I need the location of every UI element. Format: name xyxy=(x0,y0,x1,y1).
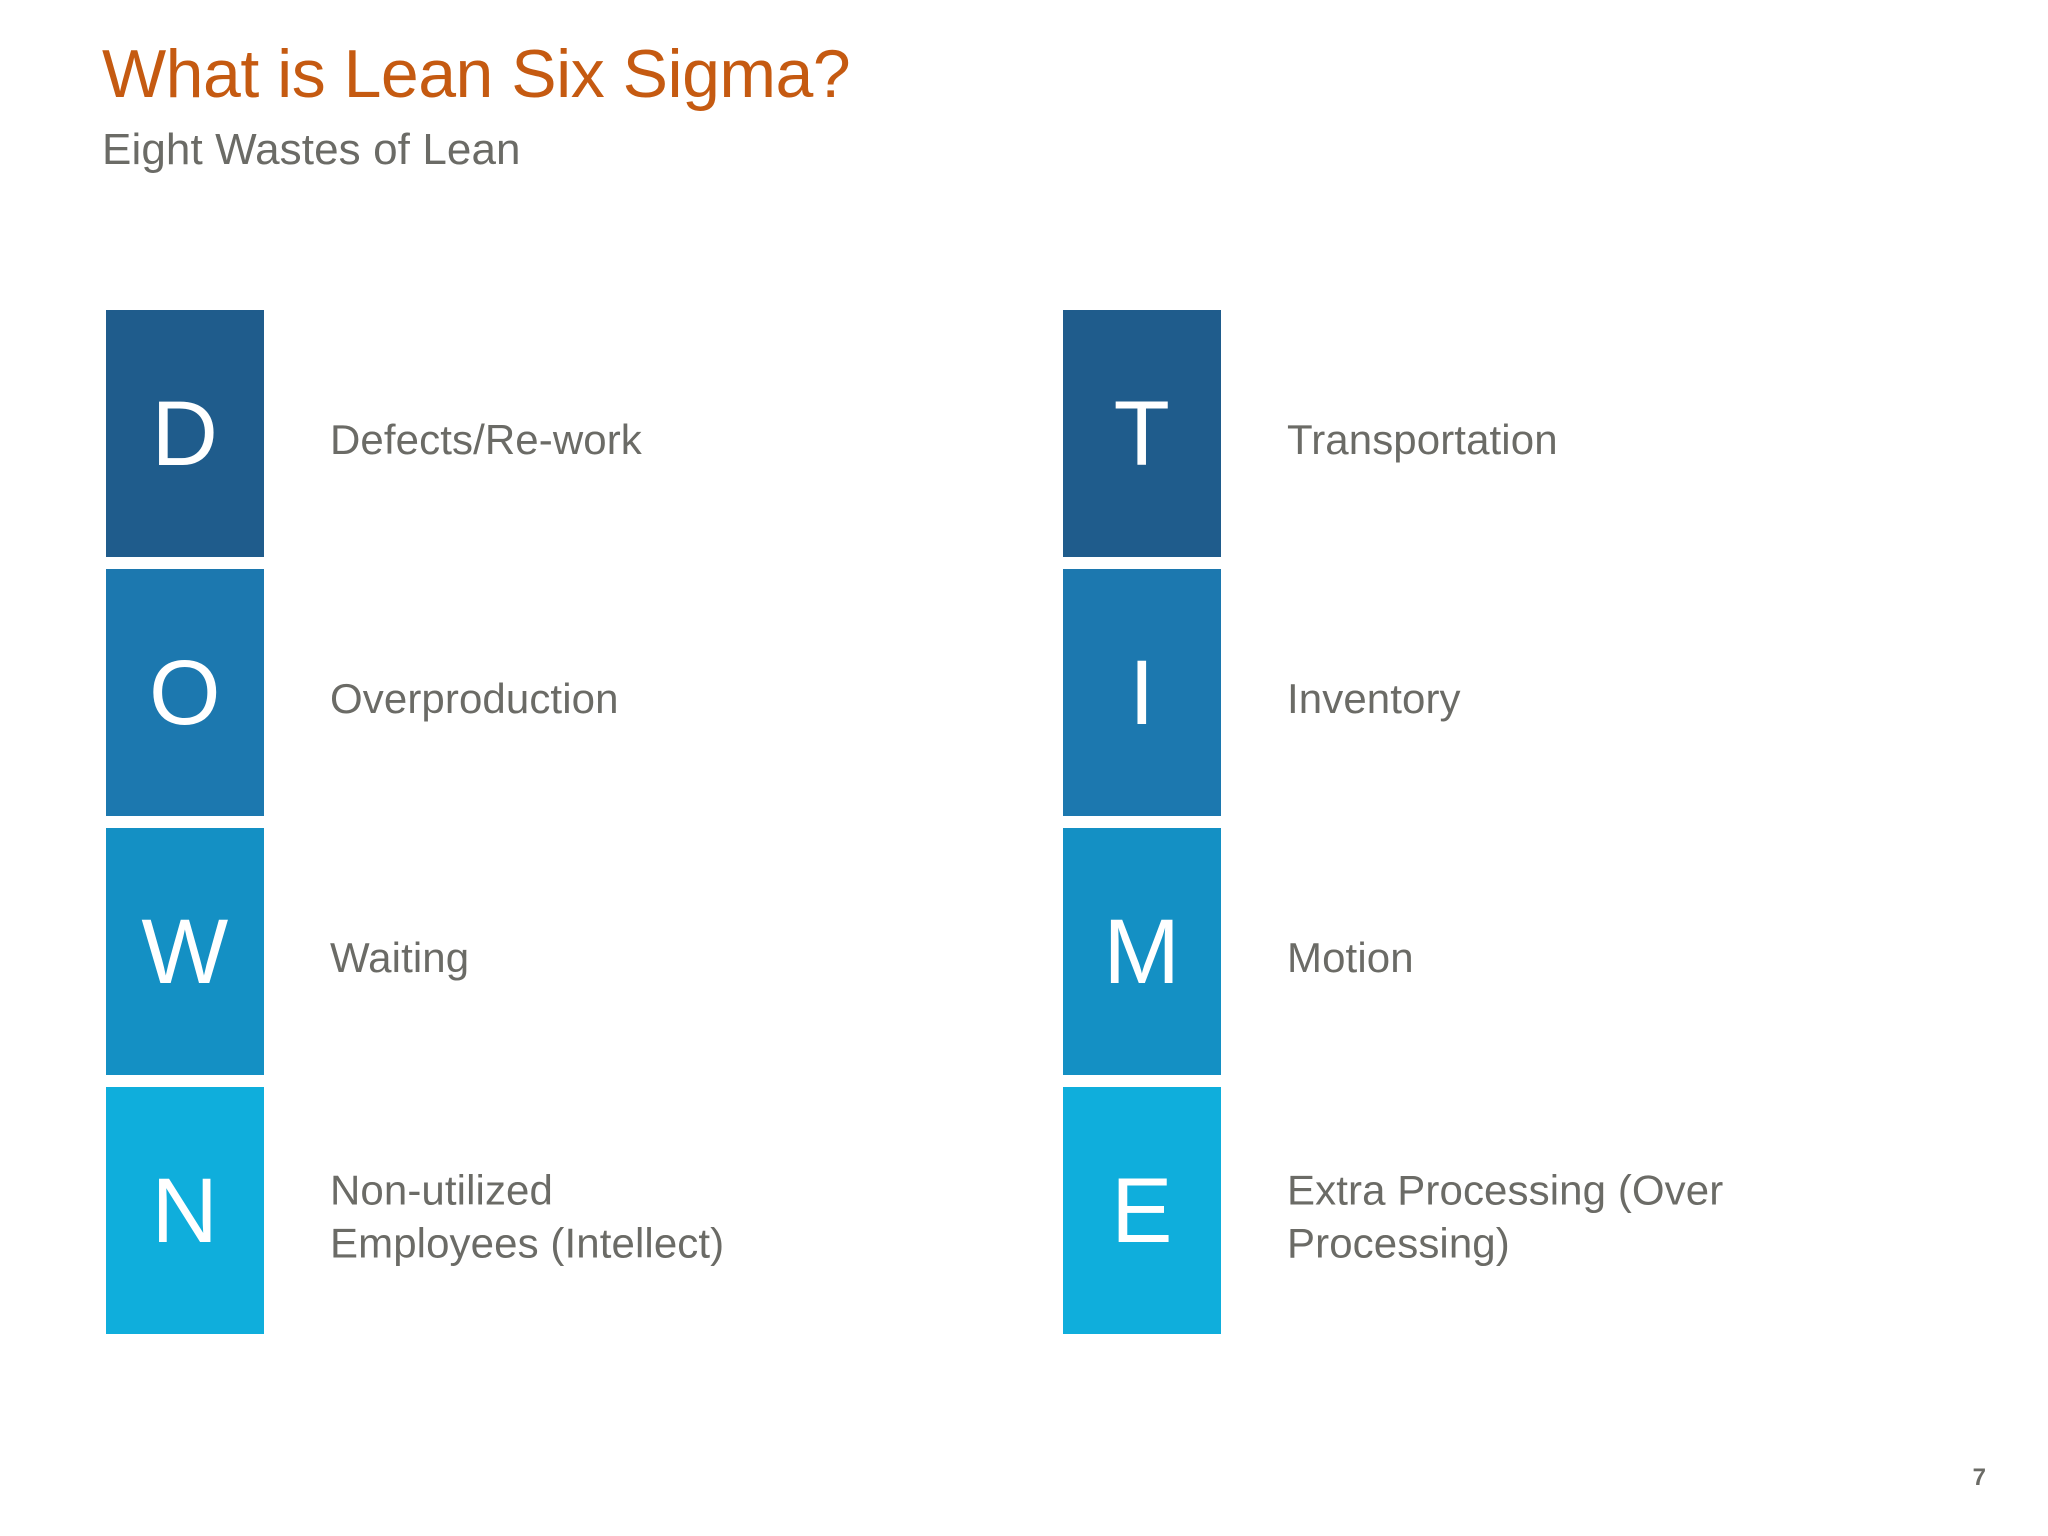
waste-letter: N xyxy=(151,1159,219,1262)
waste-letter-tile-m: M xyxy=(1063,828,1221,1075)
waste-item: M Motion xyxy=(1063,828,1963,1087)
waste-label-line: Non-utilized xyxy=(330,1165,553,1213)
waste-letter: T xyxy=(1113,382,1171,485)
waste-label: Overproduction xyxy=(330,672,970,726)
waste-letter: O xyxy=(148,641,222,744)
waste-label: Transportation xyxy=(1287,413,1927,467)
page-number: 7 xyxy=(1972,1464,1986,1491)
waste-letter-tile-d: D xyxy=(106,310,264,557)
waste-letter-tile-n: N xyxy=(106,1087,264,1334)
waste-letter-tile-i: I xyxy=(1063,569,1221,816)
waste-letter: E xyxy=(1111,1159,1173,1262)
waste-item: W Waiting xyxy=(106,828,1006,1087)
waste-letter-tile-e: E xyxy=(1063,1087,1221,1334)
waste-label-line: Employees (Intellect) xyxy=(330,1219,725,1267)
waste-label-line: Transportation xyxy=(1287,415,1558,463)
waste-letter: W xyxy=(141,900,229,1003)
page-subtitle: Eight Wastes of Lean xyxy=(102,125,521,175)
waste-label-line: Overproduction xyxy=(330,674,619,722)
waste-label: Inventory xyxy=(1287,672,1927,726)
waste-label-line: Extra Processing (Over xyxy=(1287,1165,1724,1213)
waste-item: O Overproduction xyxy=(106,569,1006,828)
waste-letter-tile-o: O xyxy=(106,569,264,816)
waste-label: Motion xyxy=(1287,931,1927,985)
waste-letter-tile-w: W xyxy=(106,828,264,1075)
waste-label-line: Processing) xyxy=(1287,1219,1510,1267)
waste-label: Defects/Re-work xyxy=(330,413,970,467)
waste-label-line: Inventory xyxy=(1287,674,1461,722)
waste-label-line: Defects/Re-work xyxy=(330,415,642,463)
page-title: What is Lean Six Sigma? xyxy=(102,36,851,112)
waste-letter-tile-t: T xyxy=(1063,310,1221,557)
waste-item: I Inventory xyxy=(1063,569,1963,828)
waste-letter: M xyxy=(1103,900,1181,1003)
slide-header: What is Lean Six Sigma? Eight Wastes of … xyxy=(102,38,1802,174)
waste-letter: I xyxy=(1128,641,1156,744)
waste-label-line: Waiting xyxy=(330,933,470,981)
waste-letter: D xyxy=(151,382,219,485)
waste-label: Waiting xyxy=(330,931,970,985)
waste-item: T Transportation xyxy=(1063,310,1963,569)
waste-label-line: Motion xyxy=(1287,933,1414,981)
waste-item: D Defects/Re-work xyxy=(106,310,1006,569)
